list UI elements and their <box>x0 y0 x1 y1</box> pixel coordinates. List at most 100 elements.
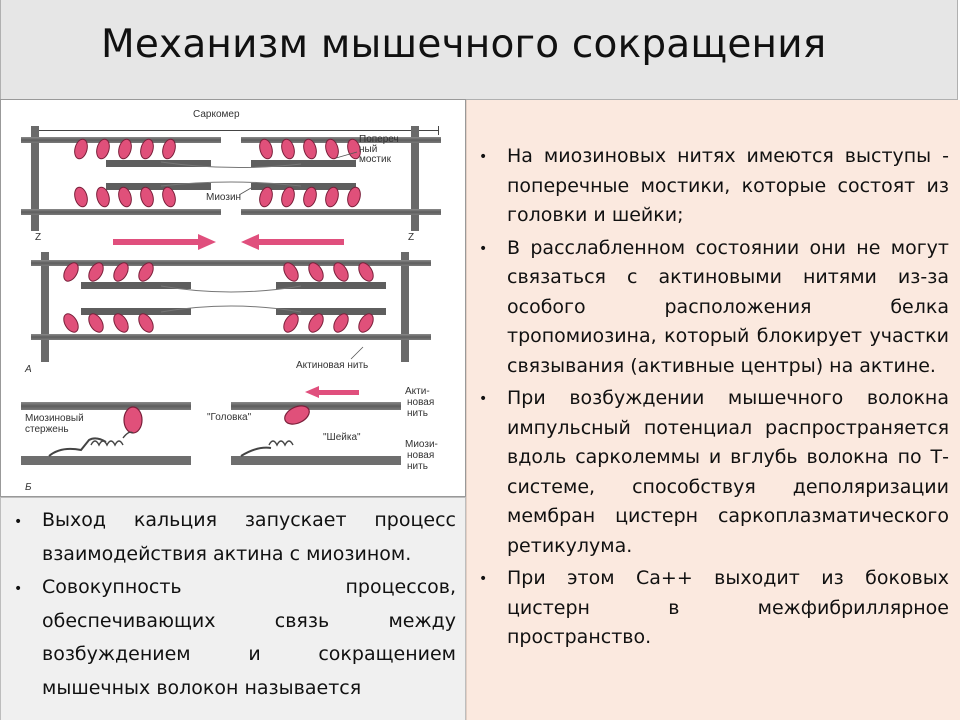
actin-filament <box>231 402 401 410</box>
sarcomere-contracted: Актиновая нить А <box>24 252 431 375</box>
myosin-filament <box>231 456 401 465</box>
list-item: • Выход кальция запускает процесс взаимод… <box>14 504 456 571</box>
actin-filament <box>21 402 191 410</box>
myosin-head <box>283 262 299 282</box>
myosin-head <box>281 186 295 208</box>
list-item: • При этом Са++ выходит из боковых цистер… <box>479 564 949 653</box>
arrow-left-icon <box>305 386 319 398</box>
myosin-head <box>88 262 104 282</box>
myosin-filament <box>276 282 386 289</box>
central-filament-lines <box>160 161 302 187</box>
myosin-head <box>358 313 374 333</box>
z-label-right: Z <box>408 232 414 243</box>
myosin-rod-label: Миозиновый стержень <box>25 413 87 435</box>
list-item-text: На миозиновых нитях имеются выступы - по… <box>507 145 949 226</box>
myosin-neck-base <box>48 437 107 457</box>
cross-bridge-label: Попереч ный мостик <box>359 134 402 165</box>
actin-filament <box>21 137 221 143</box>
myosin-rod-label-line: Миозиновый <box>25 413 84 424</box>
actin-label: Акти- новая нить <box>405 386 437 419</box>
myosin-head <box>325 138 339 160</box>
myosin-head <box>333 262 349 282</box>
myosin-head <box>63 262 79 282</box>
right-bullet-list: • На миозиновых нитях имеются выступы - п… <box>479 142 949 656</box>
cross-bridge-pointer <box>335 151 358 159</box>
actin-filament-label: Актиновая нить <box>296 360 368 371</box>
actin-label-line: новая <box>407 397 434 408</box>
myosin-head <box>303 138 317 160</box>
bullet-icon: • <box>14 514 23 530</box>
list-item: •На миозиновых нитях имеются выступы - п… <box>479 142 949 231</box>
myosin-head <box>74 186 88 208</box>
myosin-head <box>96 186 110 208</box>
actin-filament <box>221 334 431 340</box>
sarcomere-figure: Саркомер Попереч ный мостик Миозин Z Z <box>0 99 466 497</box>
central-filament-lines <box>160 285 302 313</box>
z-label-left: Z <box>35 232 41 243</box>
myosin-head <box>308 262 324 282</box>
myosin-label-line: нить <box>407 461 428 472</box>
myosin-head <box>140 138 154 160</box>
myosin-head <box>63 313 79 333</box>
myosin-head <box>118 186 132 208</box>
actin-filament <box>241 137 441 143</box>
left-text-panel: • Выход кальция запускает процесс взаимод… <box>0 497 466 720</box>
list-item-text: При этом Са++ выходит из боковых цистерн… <box>507 567 949 648</box>
arrow-right-icon <box>198 234 216 250</box>
actin-filament <box>241 209 441 215</box>
myosin-filament <box>251 160 356 167</box>
panel-a-label: А <box>24 364 32 375</box>
sarcomere-diagram: Саркомер Попереч ный мостик Миозин Z Z <box>21 109 441 493</box>
myosin-head <box>74 138 88 160</box>
left-bullet-list: • Выход кальция запускает процесс взаимод… <box>14 504 456 705</box>
myosin-filament <box>21 456 191 465</box>
myosin-head <box>113 313 129 333</box>
myosin-head <box>162 186 176 208</box>
list-item: • Совокупность процессов, обеспечивающих … <box>14 571 456 705</box>
myosin-head <box>284 405 310 425</box>
actin-pointer <box>350 346 364 360</box>
myosin-filament <box>106 183 211 190</box>
actin-filament <box>31 334 241 340</box>
head-label: "Головка" <box>207 412 252 423</box>
list-item-text: Выход кальция запускает процесс взаимоде… <box>42 509 456 565</box>
myosin-label: Миозин <box>206 192 241 203</box>
myosin-head <box>113 262 129 282</box>
myosin-heads-top <box>74 138 361 208</box>
myosin-filament <box>81 282 191 289</box>
cross-bridge-label-line: ный <box>359 144 377 155</box>
neck-spring <box>268 440 294 447</box>
myosin-head <box>123 406 143 434</box>
myosin-filament <box>106 160 211 167</box>
myosin-head <box>118 138 132 160</box>
z-line-right <box>401 252 409 362</box>
arrow-left-shaft <box>259 239 344 245</box>
slide-title: Механизм мышечного сокращения <box>101 22 827 67</box>
arrow-left-icon <box>241 234 259 250</box>
arrow-right-shaft <box>113 239 198 245</box>
list-item-text: При возбуждении мышечного волокна импуль… <box>507 387 949 557</box>
myosin-head <box>140 186 154 208</box>
sarcomere-top: Саркомер Попереч ный мостик Миозин Z Z <box>21 109 441 243</box>
myosin-head <box>138 313 154 333</box>
myosin-head <box>88 313 104 333</box>
bullet-icon: • <box>479 391 488 407</box>
actin-filament <box>221 260 431 266</box>
myosin-label-line: новая <box>407 450 434 461</box>
arrow-left-shaft <box>319 390 359 395</box>
myosin-head <box>325 186 339 208</box>
list-item-text: Совокупность процессов, обеспечивающих с… <box>42 576 456 699</box>
sarcomere-bracket-line <box>31 130 439 131</box>
bullet-icon: • <box>479 240 488 257</box>
cross-bridge-label-line: Попереч <box>359 134 399 145</box>
sarcomere-label: Саркомер <box>193 109 240 120</box>
myosin-head <box>259 186 273 208</box>
bullet-icon: • <box>14 581 23 597</box>
list-item: • При возбуждении мышечного волокна импул… <box>479 384 949 561</box>
myosin-head <box>333 313 349 333</box>
myosin-head <box>303 186 317 208</box>
bullet-icon: • <box>479 571 488 587</box>
myosin-label-line: Миози- <box>405 439 438 450</box>
neck-spring <box>90 440 124 447</box>
list-item: •В расслабленном состоянии они не могут … <box>479 234 949 382</box>
